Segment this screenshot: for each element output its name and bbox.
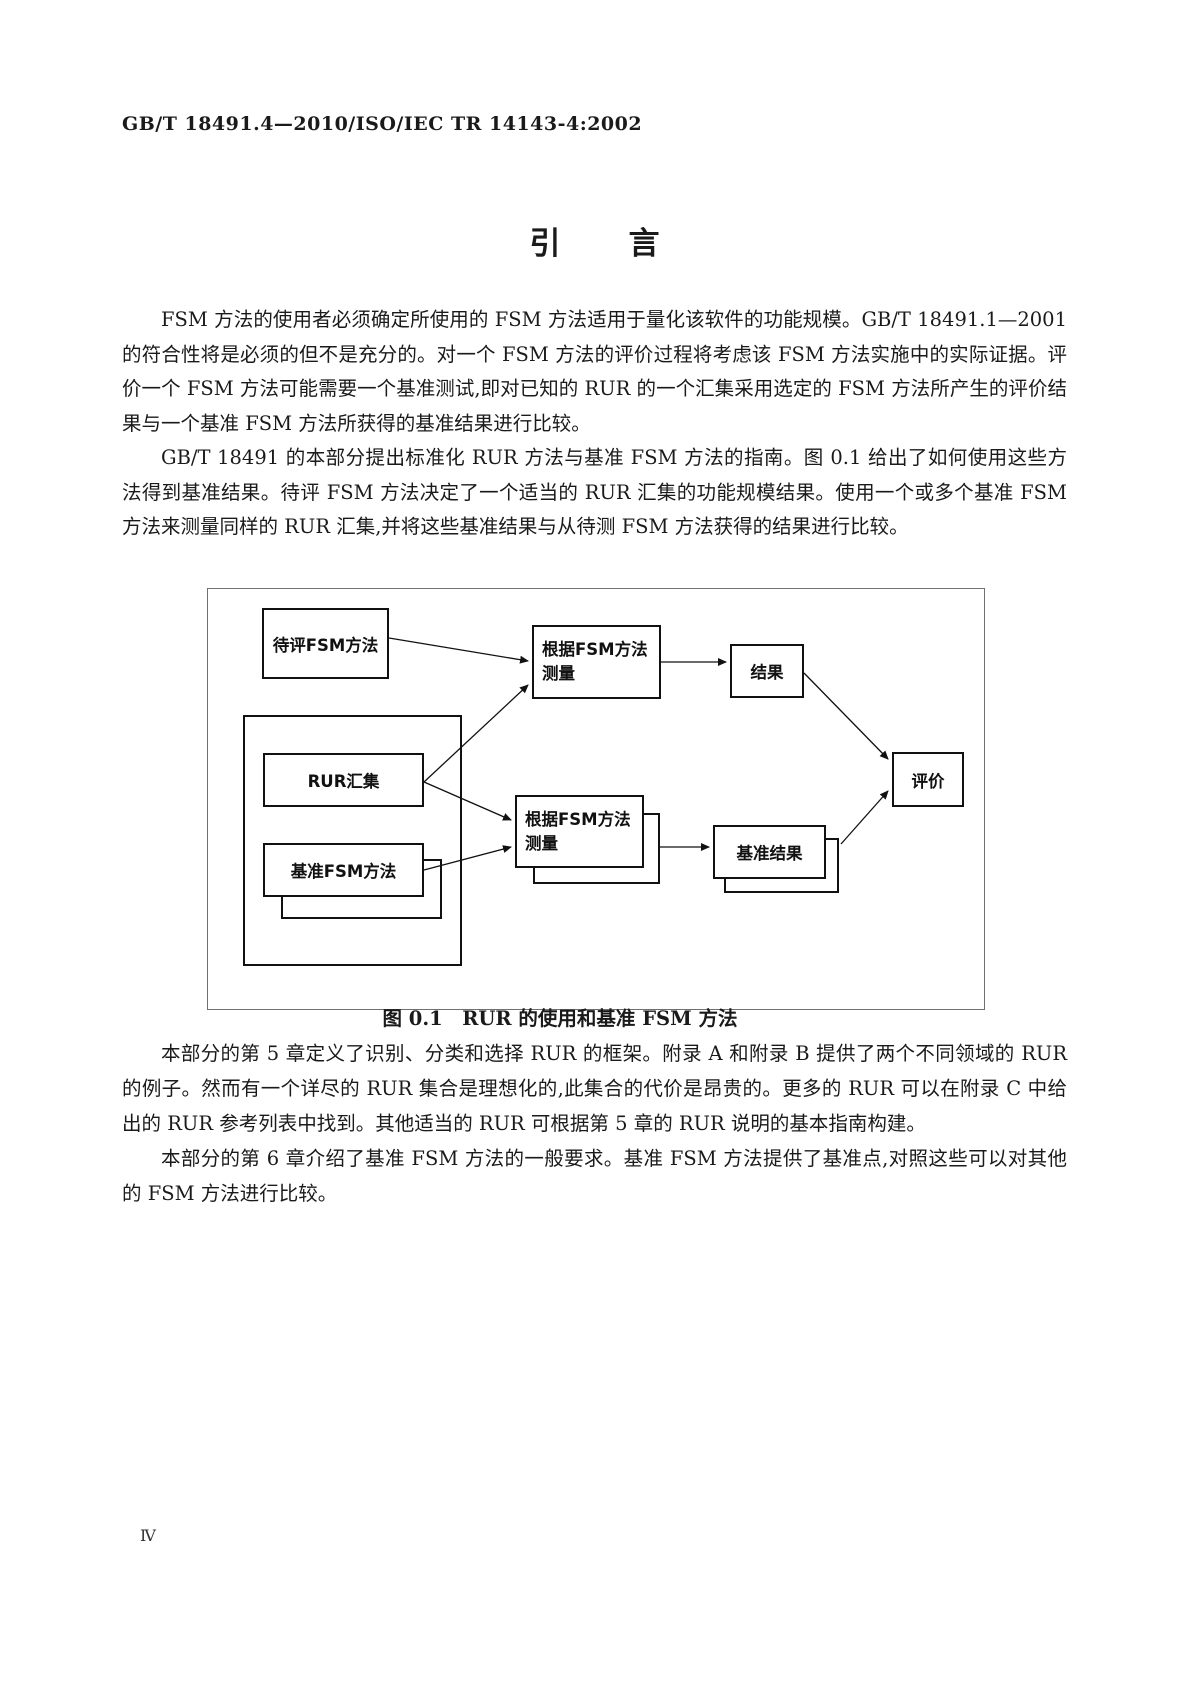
node-label: 基准FSM方法 <box>290 862 397 881</box>
node-label: 根据FSM方法 <box>542 640 648 659</box>
node-fsm-under-evaluation: 待评FSM方法 <box>262 608 389 679</box>
node-label: RUR汇集 <box>307 772 380 791</box>
figure-caption: 图 0.1 RUR 的使用和基准 FSM 方法 <box>382 1007 738 1030</box>
node-benchmark-fsm: 基准FSM方法 <box>263 843 424 897</box>
intro-paragraph-1: FSM 方法的使用者必须确定所使用的 FSM 方法适用于量化该软件的功能规模。G… <box>122 308 1067 435</box>
node-result: 结果 <box>730 644 804 698</box>
rur-group-box <box>243 715 462 966</box>
node-rur-collection: RUR汇集 <box>263 753 424 807</box>
node-label: 测量 <box>525 833 558 853</box>
page-number: Ⅳ <box>140 1526 156 1545</box>
node-benchmark-result: 基准结果 <box>713 825 826 879</box>
node-label: 测量 <box>542 664 575 683</box>
standard-number-header: GB/T 18491.4—2010/ISO/IEC TR 14143-4:200… <box>122 113 643 135</box>
node-label: 基准结果 <box>736 844 803 863</box>
intro-paragraph-3: 本部分的第 5 章定义了识别、分类和选择 RUR 的框架。附录 A 和附录 B … <box>122 1042 1067 1135</box>
intro-paragraph-2: GB/T 18491 的本部分提出标准化 RUR 方法与基准 FSM 方法的指南… <box>122 446 1067 538</box>
node-label: 根据FSM方法 <box>525 809 631 829</box>
node-label: 评价 <box>911 771 945 791</box>
intro-text-upper: FSM 方法的使用者必须确定所使用的 FSM 方法适用于量化该软件的功能规模。G… <box>122 303 1067 545</box>
figure-0-1-diagram: 待评FSM方法 根据FSM方法 测量 结果 RUR汇集 基准FSM方法 根据FS… <box>207 588 985 1010</box>
intro-text-lower: 本部分的第 5 章定义了识别、分类和选择 RUR 的框架。附录 A 和附录 B … <box>122 1036 1067 1211</box>
node-label: 待评FSM方法 <box>272 635 379 655</box>
node-measure-by-fsm-top: 根据FSM方法 测量 <box>532 625 661 699</box>
intro-paragraph-4: 本部分的第 6 章介绍了基准 FSM 方法的一般要求。基准 FSM 方法提供了基… <box>122 1147 1067 1205</box>
node-label: 结果 <box>750 663 784 682</box>
node-evaluation: 评价 <box>892 752 964 807</box>
node-measure-by-fsm-bottom: 根据FSM方法 测量 <box>515 795 644 868</box>
page-title: 引 言 <box>529 226 662 262</box>
